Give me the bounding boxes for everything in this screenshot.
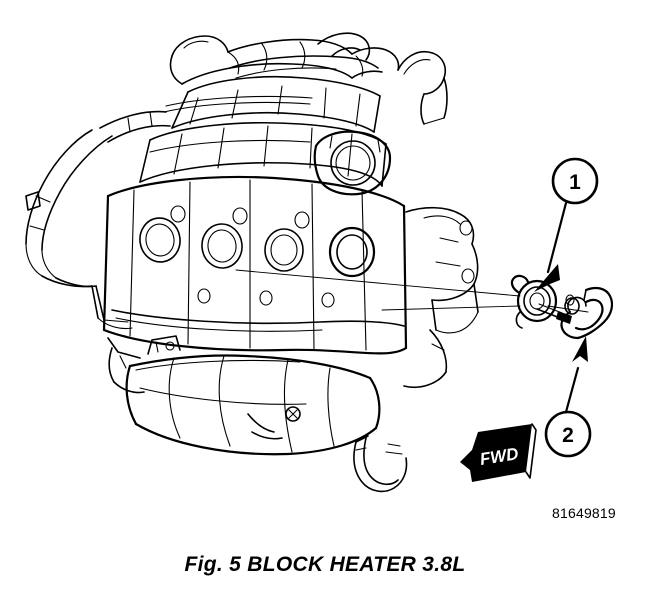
callout-2-leader — [564, 366, 580, 414]
callout-2-circle[interactable] — [544, 410, 592, 458]
engine-block — [102, 175, 479, 388]
oil-pan — [125, 354, 381, 456]
part-number: 81649819 — [552, 505, 616, 521]
front-accessory-bracket — [107, 335, 181, 394]
callout-2-label: 2 — [562, 424, 574, 447]
callout-2[interactable]: 2 — [544, 336, 592, 458]
block-heater-cord-connector — [560, 286, 614, 340]
fwd-arrow-marker: FWD — [460, 423, 537, 482]
exhaust-manifold — [25, 110, 171, 330]
throttle-body — [313, 130, 392, 196]
valve-cover-group — [139, 75, 387, 187]
callout-1-leader — [546, 201, 568, 274]
coolant-outlet-tube — [353, 435, 408, 493]
callout-1[interactable]: 1 — [534, 157, 599, 292]
fwd-arrow-shape — [460, 424, 532, 482]
engine-assembly-drawing — [25, 32, 589, 493]
callout-1-label: 1 — [569, 171, 581, 194]
fwd-arrow-edge — [525, 423, 537, 479]
callout-1-circle[interactable] — [551, 157, 599, 205]
intake-manifold-group — [169, 32, 448, 125]
callout-2-arrowhead — [572, 336, 588, 362]
figure-caption: Fig. 5 BLOCK HEATER 3.8L — [184, 553, 466, 576]
callout-1-arrowhead — [534, 264, 560, 292]
